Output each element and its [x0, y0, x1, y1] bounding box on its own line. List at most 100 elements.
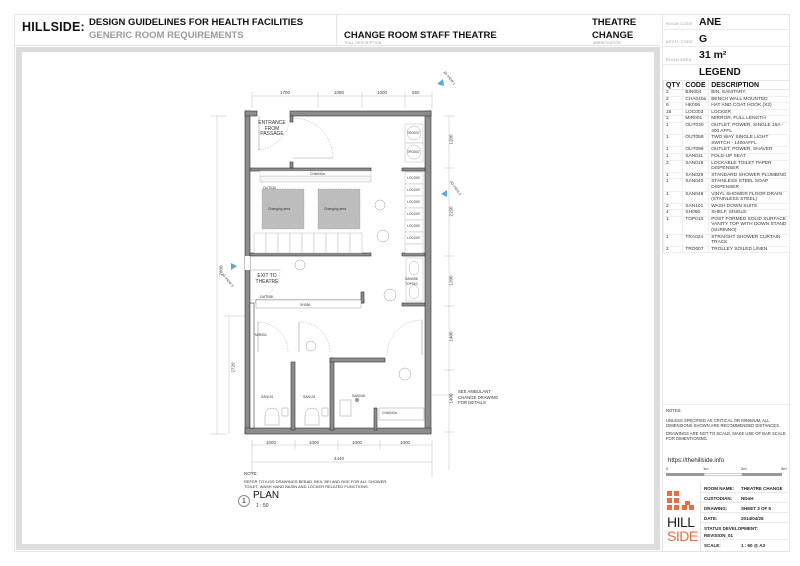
tag-out030: OUT030	[263, 186, 276, 190]
legend-desc: LOCKABLE TOILET PAPER DISPENSER	[708, 159, 790, 173]
legend-code: TRA024	[682, 233, 710, 247]
notes-divider	[663, 404, 791, 405]
legend-col-qty: QTY	[662, 80, 684, 90]
legend-code: MIR001	[682, 115, 710, 123]
changing-area-label-1: Changing area	[268, 207, 291, 211]
abbreviation-label: ABBREVIATION	[593, 41, 622, 45]
plan-note-text: REFER TO IUSS DRAWINGS BEBAB, BEA, BEI A…	[244, 479, 388, 489]
legend-desc: TWO WAY SINGLE LIGHT SWITCH - 1400AFFL	[708, 134, 790, 148]
dim-total-width: 4440	[334, 456, 345, 461]
legend-code: SAN018	[682, 159, 710, 173]
tag-sh056: SH056	[300, 303, 311, 307]
hillside-link[interactable]: https://thehillside.info	[668, 458, 725, 464]
full-description: CHANGE ROOM STAFF THEATRE	[344, 30, 497, 41]
dim-left-lower: 2720	[230, 362, 236, 373]
legend-qty: 2	[662, 202, 684, 211]
scale-bar-seg-3	[742, 473, 782, 476]
plan-scale: 1 : 50	[256, 503, 269, 509]
dim-right-1: 1200	[448, 134, 454, 145]
tag-cha: CHA040a	[310, 172, 325, 176]
legend-qty: 2	[662, 95, 684, 104]
dim-top-2: 1080	[334, 90, 345, 95]
legend-code: SAN040	[682, 178, 710, 192]
legend-code: OUT058	[682, 134, 710, 148]
legend-qty: 6	[662, 102, 684, 110]
legend-code: TOP010	[682, 215, 710, 235]
legend-desc: LOCKER	[708, 108, 790, 117]
tag-mir: MIR001	[255, 333, 267, 337]
scale-bar-seg-1	[666, 473, 704, 476]
legend-desc: STANDARD SHOWER PLUMBING	[708, 171, 790, 180]
dim-right-3: 1200	[448, 275, 454, 286]
legend-qty: 2	[662, 245, 684, 254]
legend-desc: BIN, SANITARY.	[708, 89, 790, 97]
legend-desc: POST FORMED SOLID SURFACE VANITY TOP WIT…	[708, 215, 790, 235]
sheet-border	[14, 14, 790, 552]
room-code-value: ANE	[699, 16, 722, 28]
abbreviation-line1: THEATRE	[592, 17, 637, 28]
status-row: STATUS DEVELOPMENT: REVISION_01	[701, 523, 790, 540]
legend-col-code: CODE	[682, 80, 710, 90]
legend-qty: 1	[662, 171, 684, 180]
notes-title: NOTES:	[666, 408, 682, 413]
dim-right-5: 1400	[448, 393, 454, 404]
legend-qty: 2	[662, 89, 684, 97]
header-bar	[14, 14, 660, 46]
exit-label: EXIT TO THEATRE	[255, 273, 279, 285]
scale-bar-seg-2	[704, 473, 742, 476]
tag-tro-1: TRO007	[407, 131, 420, 135]
tag-san048: SAN048	[352, 394, 365, 398]
legend-qty: 1	[662, 190, 684, 204]
legend-desc: OUTLET, POWER, SINGLE 16A - 400 AFFL	[708, 121, 790, 136]
legend-desc: WASH DOWN SUITE	[708, 202, 790, 211]
tag-loc-r3: LOC003	[407, 200, 420, 204]
legend-qty: 1	[662, 134, 684, 148]
notes-line1: UNLESS SPECIFIED AS CRITICAL OR MINIMUM,…	[666, 418, 781, 429]
scale-label-1: 1m	[703, 466, 709, 471]
drawing-row: DRAWING:SHEET 3 OF 5	[701, 503, 790, 513]
tag-loc-r6: LOC003	[407, 236, 420, 240]
logo-text-side: SIDE	[667, 528, 698, 544]
legend-desc: STAINLESS STEEL SOAP DISPENSER	[708, 178, 790, 192]
room-code-label: ROOM CODE	[666, 22, 693, 26]
dim-bottom-2: 1000	[309, 440, 320, 445]
plan-number: 1	[238, 495, 250, 507]
tag-loc-r1: LOC003	[407, 176, 420, 180]
legend-header-row: QTY CODE DESCRIPTION	[662, 80, 790, 90]
legend-code: LOC003	[682, 108, 710, 117]
tag-cha-2: CHA040a	[382, 411, 397, 415]
dim-right-4: 1400	[448, 331, 454, 342]
notes-line2: DRAWINGS ARE NOT TO SCALE, MAKE USE OF B…	[666, 431, 786, 442]
legend-qty: 1	[662, 233, 684, 247]
room-code-row	[663, 14, 791, 30]
legend-desc: HAT AND COAT HOOK (X2)	[708, 102, 790, 110]
room-area-label: ROOM AREA	[666, 58, 692, 62]
hillside-logo	[667, 491, 694, 510]
legend-desc: SHELF, SINGLE	[708, 209, 790, 217]
legend-desc: TROLLEY SOILED LINEN	[708, 245, 790, 254]
abbreviation: THEATRE CHANGE	[592, 16, 636, 42]
tag-out058: OUT058	[260, 295, 273, 299]
room-area-row	[663, 47, 791, 65]
legend-desc: MIRROR, FULL LENGTH	[708, 115, 790, 123]
legend-code: TRO007	[682, 245, 710, 254]
legend-qty: 2	[662, 159, 684, 173]
scale-label-3: 3m	[781, 466, 787, 471]
legend-desc: VINYL SHOWER FLOOR DRAIN (STAINLESS STEE…	[708, 190, 790, 204]
legend-code: SAN101	[682, 202, 710, 211]
logo-text-hill: HILL	[667, 514, 695, 530]
full-description-label: FULL DESCRIPTION	[345, 41, 382, 45]
scale-label-2: 2m	[741, 466, 747, 471]
